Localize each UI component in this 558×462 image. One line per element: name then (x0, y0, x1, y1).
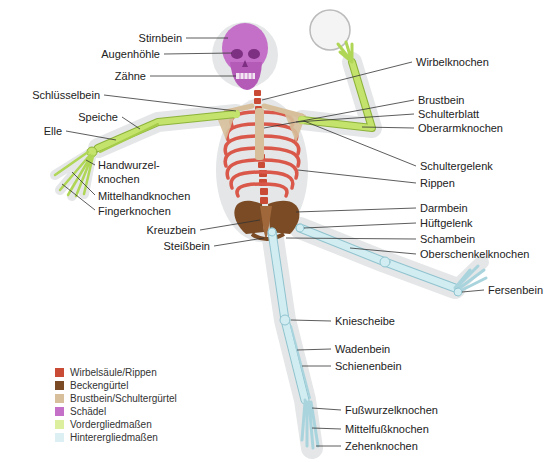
part-label: Kniescheibe (335, 314, 395, 328)
legend-text: Brustbein/Schultergürtel (70, 393, 177, 404)
part-label: Stirnbein (139, 31, 182, 45)
part-label: Schienenbein (335, 359, 402, 373)
part-label: Darmbein (420, 201, 468, 215)
legend-swatch (55, 381, 64, 390)
skull (222, 23, 268, 90)
part-label: Mittelhandknochen (98, 189, 190, 203)
part-label: Hüftgelenk (420, 216, 473, 230)
legend-row: Schädel (55, 405, 177, 418)
legend-row: Hinterergliedmaßen (55, 431, 177, 444)
body-silhouette (55, 62, 482, 448)
part-label: Steißbein (164, 239, 210, 253)
part-label: Zähne (115, 69, 146, 83)
part-label: Kreuzbein (146, 223, 196, 237)
torso-silhouette (216, 98, 308, 242)
legend-swatch (55, 394, 64, 403)
part-label: Elle (44, 124, 62, 138)
legend-text: Hinterergliedmaßen (70, 432, 158, 443)
legend-swatch (55, 368, 64, 377)
part-label: Brustbein (418, 93, 464, 107)
part-label: Speiche (78, 110, 118, 124)
part-label: Oberarmknochen (418, 121, 503, 135)
part-label: Oberschenkelknochen (420, 247, 529, 261)
part-label: Schulterblatt (418, 107, 479, 121)
part-label: Schlüsselbein (32, 88, 100, 102)
part-label: Rippen (420, 176, 455, 190)
part-label: Fingerknochen (98, 204, 171, 218)
legend: Wirbelsäule/RippenBeckengürtelBrustbein/… (55, 366, 177, 444)
ball (310, 10, 350, 50)
part-label: Mittelfußknochen (345, 422, 429, 436)
legend-text: Wirbelsäule/Rippen (70, 367, 157, 378)
legend-swatch (55, 433, 64, 442)
legend-text: Beckengürtel (70, 380, 128, 391)
part-label: Handwurzel- knochen (98, 158, 170, 186)
part-label: Schultergelenk (420, 159, 493, 173)
legend-swatch (55, 420, 64, 429)
leader-lines (62, 38, 484, 446)
part-label: Schambein (420, 232, 475, 246)
legend-row: Wirbelsäule/Rippen (55, 366, 177, 379)
part-label: Fußwurzelknochen (345, 403, 438, 417)
legend-text: Vordergliedmaßen (70, 419, 152, 430)
pelvis (234, 201, 299, 240)
part-label: Zehenknochen (345, 439, 418, 453)
legend-swatch (55, 407, 64, 416)
legend-row: Vordergliedmaßen (55, 418, 177, 431)
part-label: Wadenbein (335, 342, 390, 356)
part-label: Augenhöhle (101, 47, 160, 61)
legend-row: Brustbein/Schultergürtel (55, 392, 177, 405)
part-label: Fersenbein (488, 283, 543, 297)
part-label: Wirbelknochen (416, 55, 489, 69)
legend-text: Schädel (70, 406, 106, 417)
legend-row: Beckengürtel (55, 379, 177, 392)
head-silhouette (212, 22, 278, 88)
